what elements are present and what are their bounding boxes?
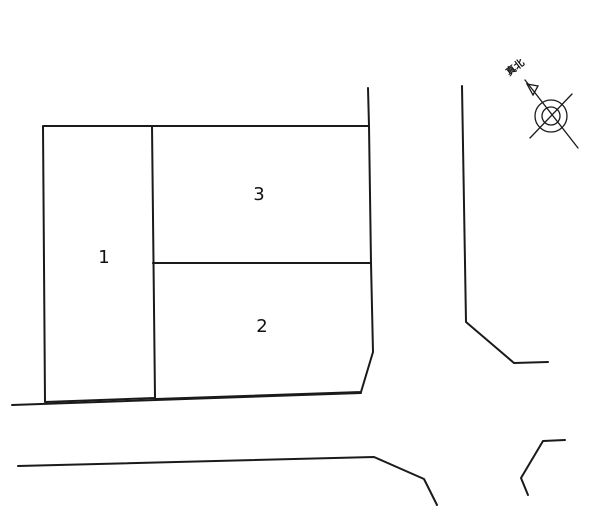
road-edge-front [11,392,362,406]
north-arrow-icon: 真北 [503,56,579,149]
north-label: 真北 [503,56,527,79]
lot-3-label: 3 [253,184,264,205]
lot-1-label: 1 [98,247,109,268]
road-edge-right [461,85,549,364]
lot-boundaries [42,87,374,403]
lot-labels: 1 2 3 [98,184,267,337]
road-edge-lower [17,456,438,506]
lot-edge-extension [367,87,370,127]
lot-1-boundary [42,125,156,403]
lot-2-label: 2 [256,316,267,337]
road-edge-lower-right [520,439,566,496]
